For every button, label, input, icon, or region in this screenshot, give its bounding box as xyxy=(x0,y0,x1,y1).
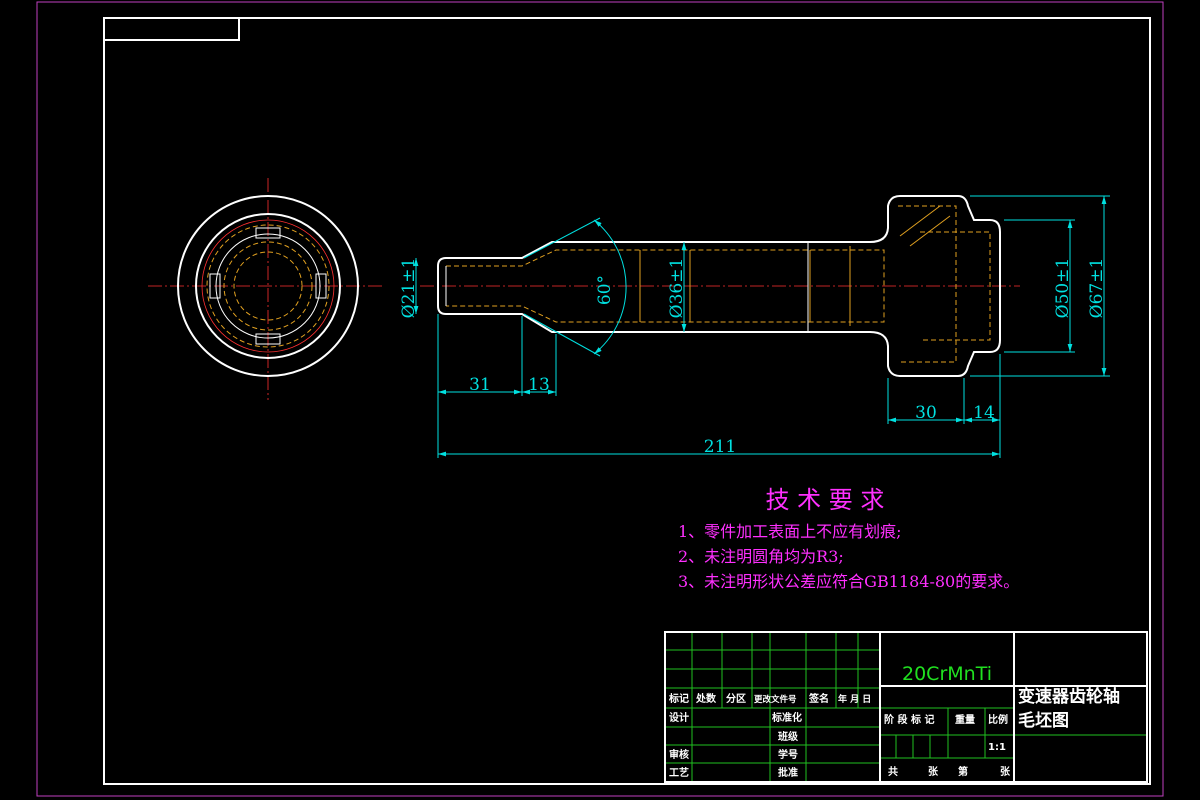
label-process: 工艺 xyxy=(669,766,689,779)
dim-angle: 60° xyxy=(595,275,615,305)
part-name-line2: 毛坯图 xyxy=(1018,710,1069,731)
label-total: 共 xyxy=(888,765,898,778)
label-change-doc: 更改文件号 xyxy=(754,694,797,705)
outer-border xyxy=(36,1,1164,797)
dimension-lines xyxy=(413,195,1110,458)
requirement-item-3: 3、未注明形状公差应符合GB1184-80的要求。 xyxy=(678,572,1019,591)
label-sheets: 张 xyxy=(928,765,939,778)
label-design: 设计 xyxy=(669,711,689,724)
label-review: 审核 xyxy=(669,748,689,761)
outer-circle xyxy=(177,195,359,377)
label-signature: 签名 xyxy=(808,692,829,705)
dim-d67: Ø67±1 xyxy=(1087,258,1107,319)
label-sheet-no: 第 xyxy=(958,765,968,778)
label-standardize: 标准化 xyxy=(771,711,802,724)
title-block: 20CrMnTi 变速器齿轮轴 毛坯图 标记 处数 分区 更改文件号 签名 年 … xyxy=(664,631,1148,783)
material-label: 20CrMnTi xyxy=(902,663,992,685)
end-view xyxy=(148,178,385,400)
part-name-line1: 变速器齿轮轴 xyxy=(1018,686,1120,707)
shaft-view xyxy=(420,195,1020,377)
inner-frame xyxy=(103,17,1151,785)
corner-code-box xyxy=(103,17,240,41)
label-stage-mark: 阶 段 标 记 xyxy=(884,713,934,726)
dim-d50: Ø50±1 xyxy=(1053,258,1073,319)
dim-30: 30 xyxy=(915,403,937,423)
dim-211: 211 xyxy=(704,437,736,457)
dim-13: 13 xyxy=(528,375,550,395)
scale-value: 1:1 xyxy=(988,742,1006,753)
label-class: 班级 xyxy=(778,730,799,743)
label-zone: 分区 xyxy=(726,692,746,705)
shaft-outline xyxy=(437,195,1001,377)
dim-14: 14 xyxy=(973,403,995,423)
dim-31: 31 xyxy=(469,375,491,395)
label-student-no: 学号 xyxy=(778,748,798,761)
dimension-texts: Ø21±1 Ø36±1 Ø50±1 Ø67±1 60° 31 13 30 14 … xyxy=(399,258,1107,457)
label-mark: 标记 xyxy=(668,692,689,705)
dim-d36: Ø36±1 xyxy=(667,258,687,319)
label-scale: 比例 xyxy=(988,713,1008,726)
requirements-title: 技 术 要 求 xyxy=(766,486,885,514)
requirement-item-1: 1、零件加工表面上不应有划痕; xyxy=(678,522,902,541)
label-sheet-unit: 张 xyxy=(1000,765,1011,778)
technical-requirements: 技 术 要 求 1、零件加工表面上不应有划痕; 2、未注明圆角均为R3; 3、未… xyxy=(678,486,1019,591)
label-weight: 重量 xyxy=(955,713,975,726)
requirement-item-2: 2、未注明圆角均为R3; xyxy=(678,547,844,566)
dim-d21: Ø21±1 xyxy=(399,258,419,319)
label-approve: 批准 xyxy=(778,766,798,779)
label-date: 年 月 日 xyxy=(838,693,871,705)
label-count: 处数 xyxy=(695,692,717,705)
